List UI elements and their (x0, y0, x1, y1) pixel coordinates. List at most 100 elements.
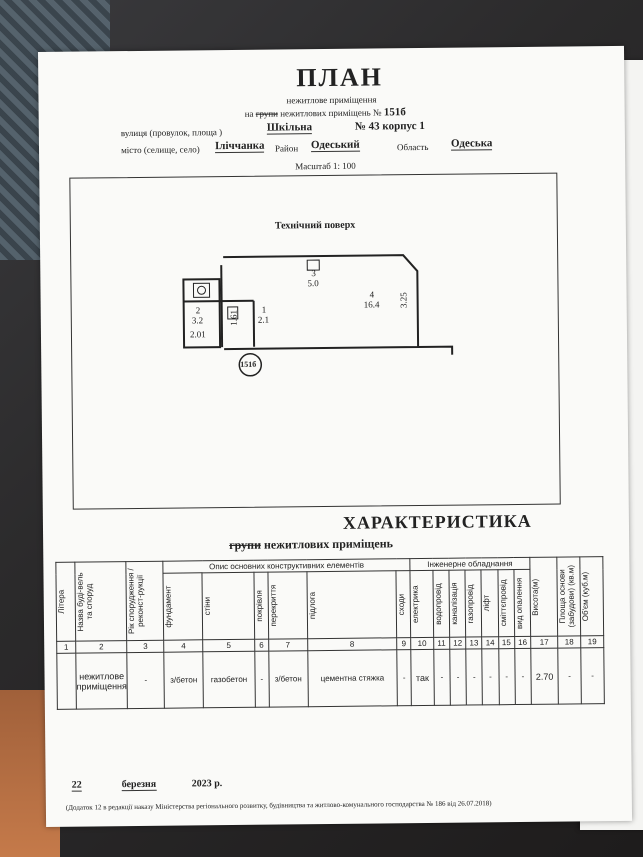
col-header: Рік спорудження / реконст-рукції (126, 568, 146, 635)
table-cell: - (127, 652, 165, 709)
table-cell: газобетон (202, 651, 256, 708)
city-value: Іліччанка (214, 139, 265, 154)
table-cell: 4 (163, 639, 203, 653)
table-cell: - (498, 648, 516, 705)
table-cell: - (433, 649, 451, 706)
col-header: каналізація (449, 582, 459, 625)
table-cell: 17 (530, 636, 558, 649)
document-subtitle: нежитлове приміщення (286, 94, 377, 106)
plan-badge (238, 353, 263, 377)
col-header: сміттєпровід (498, 579, 508, 627)
table-cell: - (254, 651, 270, 708)
col-header: підлога (307, 591, 317, 619)
table-cell: - (465, 648, 483, 706)
table-cell: - (514, 648, 532, 705)
plan-frame: Технічний поверх 3 5.0 4 16.4 (69, 172, 561, 510)
room-2-number: 2 (195, 305, 201, 316)
room-1-area: 2.1 (257, 314, 270, 325)
table-cell: 11 (433, 637, 450, 650)
table-cell: цементна стяжка (307, 649, 398, 707)
col-header: газопровід (465, 583, 476, 624)
premises-number: 151б (383, 106, 406, 119)
table-cell: - (449, 649, 467, 706)
region-value: Одеська (450, 137, 493, 151)
room-3-number: 3 (311, 268, 316, 279)
table-cell: сміттєпровід (497, 569, 515, 637)
street-value: Шкільна (266, 121, 313, 135)
table-cell: покрівля (253, 572, 269, 640)
characteristic-subtitle: групи нежитлових приміщень (229, 536, 394, 553)
table-cell: нежитлове приміщення (75, 652, 128, 710)
table-cell: стіни (202, 572, 255, 640)
col-header: Назва буді-вель та споруд (75, 572, 94, 632)
table-cell: 19 (580, 635, 604, 648)
table-cell: Літера (55, 562, 76, 642)
col-header: сходи (396, 593, 407, 615)
district-label: Район (274, 143, 299, 154)
col-header: покрівля (254, 589, 264, 622)
table-cell: вид опалення (513, 569, 531, 637)
table-cell: 10 (410, 637, 434, 650)
col-header: стіни (202, 597, 213, 616)
table-cell: - (557, 647, 582, 705)
table-cell: з/бетон (268, 650, 308, 708)
table-row: нежитлове приміщення - з/бетон газобетон… (56, 647, 605, 710)
table-cell: 9 (396, 637, 411, 650)
col-header: ліфт (482, 595, 492, 612)
street-label: вулиця (провулок, площа ) (120, 127, 223, 139)
table-cell: сходи (396, 570, 411, 638)
col-header: Висота(м) (530, 578, 540, 616)
table-cell: газопровід (465, 569, 482, 638)
house-value: № 43 корпус 1 (354, 119, 425, 133)
footer-note: (Додаток 12 в редакції наказу Міністерст… (65, 799, 492, 812)
group-line: на групи нежитлових приміщень № 151б (244, 106, 406, 119)
table-cell: 13 (465, 636, 483, 650)
district-value: Одеський (310, 138, 360, 153)
dim-length: 2.01 (189, 329, 206, 340)
col-header: водопровід (433, 583, 443, 625)
date-month: березня (121, 778, 157, 792)
table-cell: перекриття (267, 571, 308, 640)
characteristic-table: Літера Назва буді-вель та споруд Рік спо… (55, 556, 605, 710)
floor-plan-drawing (182, 254, 454, 377)
date-day: 22 (71, 779, 82, 792)
room-3-area: 5.0 (307, 278, 319, 289)
table-cell: - (396, 649, 412, 706)
region-label: Область (396, 141, 429, 153)
table-cell (56, 653, 77, 710)
city-label: місто (селище, село) (120, 144, 200, 156)
col-header: фундамент (163, 585, 174, 628)
table-cell: 5 (202, 639, 255, 652)
col-header: Площа основи (забудови) (кв.м) (557, 565, 577, 628)
table-cell: так (410, 649, 435, 706)
table-cell: 1 (56, 641, 76, 654)
dim-height: 3.25 (398, 292, 409, 309)
table-cell: підлога (306, 570, 397, 639)
table-cell: 15 (498, 636, 515, 649)
table-cell: 14 (481, 636, 499, 649)
table-cell: водопровід (432, 570, 450, 638)
col-header: електрика (410, 585, 421, 623)
table-cell: 8 (307, 637, 397, 651)
table-cell: електрика (410, 570, 434, 638)
room-1-number: 1 (261, 304, 267, 315)
table-cell: ліфт (481, 569, 499, 637)
table-cell: 18 (557, 635, 581, 649)
table-cell: 6 (254, 639, 269, 652)
col-header: перекриття (268, 584, 278, 627)
plan-badge-label: 151б (240, 359, 257, 369)
table-cell: Рік спорудження / реконст-рукції (126, 561, 164, 641)
table-cell: з/бетон (164, 651, 204, 709)
plan-document: ПЛАН нежитлове приміщення на групи нежит… (38, 45, 633, 827)
table-cell: 12 (449, 637, 466, 650)
col-header: вид опалення (514, 577, 524, 629)
table-cell: Об'єм (куб.м) (579, 556, 604, 636)
table-cell: Назва буді-вель та споруд (74, 561, 127, 642)
table-cell: Висота(м) (529, 557, 558, 637)
table-cell: 3 (126, 640, 165, 653)
room-2-area: 3.2 (191, 315, 204, 326)
room-4-area: 16.4 (363, 299, 380, 310)
dim-width: 1.61 (228, 310, 239, 326)
document-title: ПЛАН (296, 62, 384, 93)
table-cell: 16 (514, 636, 531, 649)
